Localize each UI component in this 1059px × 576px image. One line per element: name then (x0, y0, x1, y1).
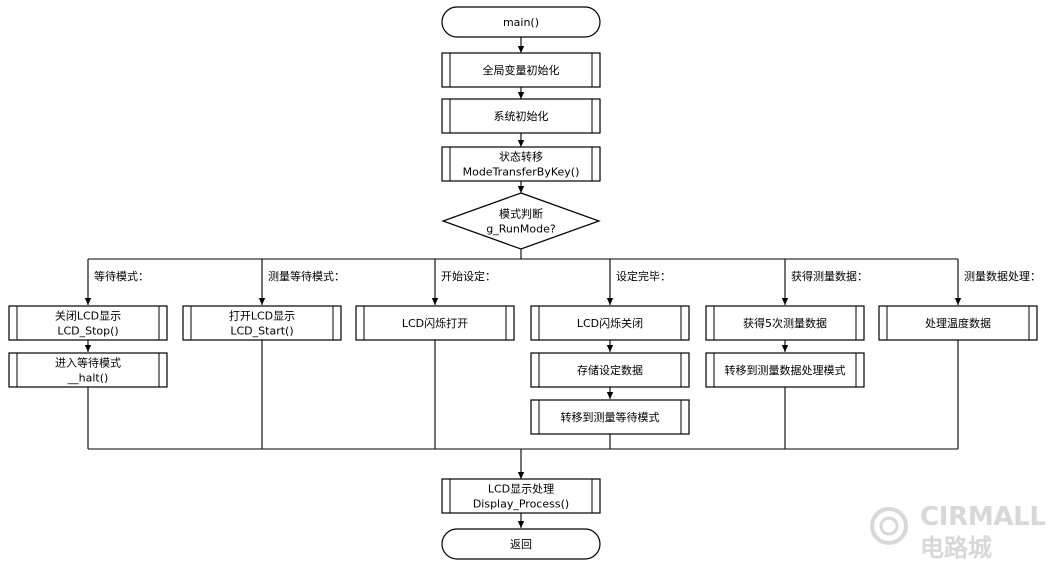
branch-label-1: 等待模式： (94, 269, 149, 283)
branch-4-step-3-box-label: 转移到测量等待模式 (561, 410, 660, 424)
end-terminal-label: 返回 (510, 538, 532, 551)
branch-4-step-2-box-label: 存储设定数据 (577, 363, 643, 377)
branch-1-step-1-box: 关闭LCD显示 LCD_Stop() (8, 305, 168, 341)
branch-4-step-1-box: LCD闪烁关闭 (530, 305, 690, 341)
branch-6-step-1-box-shape (878, 305, 1038, 341)
branch-4-step-2-box: 存储设定数据 (530, 352, 690, 388)
branch-label-6: 测量数据处理： (964, 269, 1041, 283)
branch-2-step-1-box: 打开LCD显示 LCD_Start() (182, 305, 342, 341)
branch-1-step-1-box-shape (8, 305, 168, 341)
branch-4-step-3-box: 转移到测量等待模式 (530, 399, 690, 435)
branch-3-step-1-box-shape (355, 305, 515, 341)
init-system-box-label: 系统初始化 (494, 109, 549, 123)
state-transfer-box-label: 状态转移 (499, 150, 543, 164)
branch-6-step-1-box: 处理温度数据 (878, 305, 1038, 341)
branch-3-step-1-box-label: LCD闪烁打开 (402, 316, 468, 330)
branch-5-step-1-box-label: 获得5次测量数据 (743, 316, 827, 330)
branch-5-step-1-box: 获得5次测量数据 (705, 305, 865, 341)
start-terminal-shape (441, 6, 601, 38)
branch-label-2: 测量等待模式： (268, 269, 345, 283)
init-globals-box: 全局变量初始化 (441, 52, 601, 88)
display-process-box: LCD显示处理 Display_Process() (441, 478, 601, 514)
mode-decision-diamond-label: g_RunMode? (486, 223, 556, 236)
init-globals-box-label: 全局变量初始化 (483, 63, 560, 77)
display-process-box-label: LCD显示处理 (488, 483, 554, 496)
branch-1-step-1-box-label: 关闭LCD显示 (55, 309, 121, 323)
state-transfer-box: 状态转移 ModeTransferByKey() (441, 146, 601, 182)
branch-2-step-1-box-label: 打开LCD显示 (229, 309, 295, 323)
init-system-box: 系统初始化 (441, 98, 601, 134)
branch-1-step-2-box: 进入等待模式 __halt() (8, 352, 168, 388)
end-terminal-shape (441, 528, 601, 560)
mode-decision-diamond-label: 模式判断 (499, 207, 543, 221)
branch-label-4: 设定完毕： (616, 269, 671, 283)
end-terminal: 返回 (441, 528, 601, 560)
branch-5-step-2-box: 转移到测量数据处理模式 (705, 352, 865, 388)
branch-6-step-1-box-label: 处理温度数据 (925, 316, 991, 330)
branch-1-step-2-box-shape (8, 352, 168, 388)
branch-1-step-1-box-label: LCD_Stop() (57, 325, 118, 338)
start-terminal-label: main() (503, 16, 539, 29)
display-process-box-label: Display_Process() (473, 498, 569, 511)
init-globals-box-shape (441, 52, 601, 88)
mode-decision-diamond-shape (441, 192, 601, 250)
flow-edges (84, 37, 962, 528)
start-terminal: main() (441, 6, 601, 38)
branch-5-step-2-box-shape (705, 352, 865, 388)
branch-1-step-2-box-label: 进入等待模式 (55, 356, 121, 370)
branch-4-step-1-box-label: LCD闪烁关闭 (577, 316, 643, 330)
branch-2-step-1-box-shape (182, 305, 342, 341)
branch-labels: 等待模式： 测量等待模式： 开始设定： 设定完毕： 获得测量数据： 测量数据处理： (94, 269, 1041, 283)
branch-5-step-2-box-label: 转移到测量数据处理模式 (725, 363, 846, 377)
watermark-brand: CIRMALL (920, 502, 1046, 532)
branch-1-step-2-box-label: __halt() (67, 372, 109, 385)
init-system-box-shape (441, 98, 601, 134)
branch-5-step-1-box-shape (705, 305, 865, 341)
branch-3-step-1-box: LCD闪烁打开 (355, 305, 515, 341)
branch-4-step-2-box-shape (530, 352, 690, 388)
branch-2-step-1-box-label: LCD_Start() (230, 325, 293, 338)
watermark-sub: 电路城 (920, 534, 992, 562)
mode-decision-diamond: 模式判断 g_RunMode? (441, 192, 601, 250)
state-transfer-box-label: ModeTransferByKey() (463, 166, 580, 179)
branch-label-5: 获得测量数据： (791, 269, 868, 283)
state-transfer-box-shape (441, 146, 601, 182)
branch-4-step-1-box-shape (530, 305, 690, 341)
branch-label-3: 开始设定： (441, 269, 496, 283)
branch-4-step-3-box-shape (530, 399, 690, 435)
display-process-box-shape (441, 478, 601, 514)
cirmall-logo-icon (870, 507, 908, 545)
